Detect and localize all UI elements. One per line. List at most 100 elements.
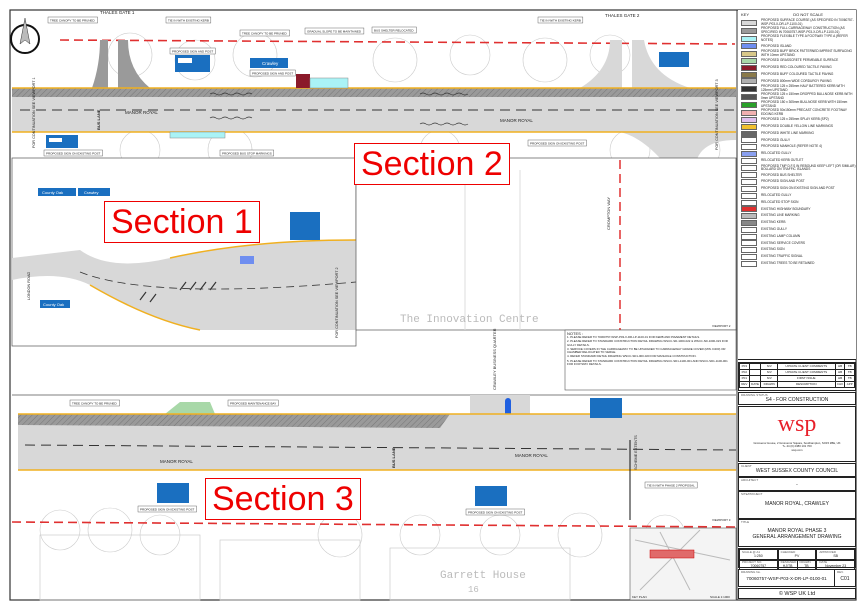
do-not-scale: DO NOT SCALE (793, 12, 823, 17)
svg-text:PROPOSED SIGN AND POST: PROPOSED SIGN AND POST (172, 50, 213, 54)
key-title: KEY (741, 12, 750, 17)
notes: NOTES : 1. PLEASE REFER TO 70060757-WSP-… (567, 331, 733, 367)
key-item: RELOCATED STOP SIGN (738, 199, 856, 206)
crompton-way-label: CROMPTON WAY (606, 197, 611, 230)
key-item: EXISTING TREES TO BE RETAINED (738, 260, 856, 267)
crawley-business-quarter-label: CRAWLEY BUSINESS QUARTER (492, 328, 497, 390)
key-item-label: EXISTING KERB (761, 220, 786, 225)
viewport-2 (355, 157, 737, 331)
key-item: EXISTING SIGN (738, 247, 856, 254)
architect-label: ARCHITECT (741, 477, 759, 482)
project-box: SITE/PROJECT MANOR ROYAL, CRAWLEY (738, 491, 856, 519)
direction-sign-county-oak: County Oak Crawley County Oak (38, 188, 110, 308)
notes-list-item: 1. PLEASE REFER TO 70060757-WSP-P03-X-DR… (567, 335, 700, 339)
callouts-s3: TREE CANOPY TO BE PRUNED PROPOSED MAINTE… (69, 399, 698, 516)
key-item-label: PROPOSED ISLAND (761, 43, 792, 48)
thales-gate-1-label: THALES GATE 1 (100, 10, 135, 15)
key-item: PROPOSED GULLY (738, 137, 856, 144)
revision-cell: REV (739, 381, 750, 388)
key-item: PROPOSED FULL CARRIAGEWAY CONSTRUCTION (… (738, 27, 856, 35)
drawing-number-cell: DRAWING No.70060757-WSP-P03-X-DR-LP-0100… (739, 570, 835, 586)
crawley-bq-junction (470, 395, 530, 415)
full-construction-strip (12, 88, 736, 97)
title-line-2: GENERAL ARRANGEMENT DRAWING (752, 534, 842, 540)
key-item-label: PROPOSED BUFF COLOURED TACTILE PAVING (761, 71, 834, 76)
key-item-label: PROPOSED 125 x 255mm HALF BATTERED KERB … (761, 84, 845, 92)
key-item-label: EXISTING TREES TO BE RETAINED (761, 260, 815, 265)
revision-cell: UPDATE CLIENT COMMENTS (776, 363, 836, 370)
company-address: Grosvenor House, 2 Grosvenor Square, Sou… (753, 441, 841, 445)
london-road-label: LONDON ROAD (27, 271, 31, 300)
key-item: RELOCATED GULLY (738, 192, 856, 199)
revision-cell: UPDATE CLIENT COMMENTS (776, 369, 836, 376)
key-swatch (741, 260, 757, 267)
key-item-label: PROPOSED 50x150mm PRECAST CONCRETE FOOTW… (761, 108, 847, 116)
key-swatch (741, 101, 757, 108)
key-item-label: RELOCATED KERB OUTLET (761, 157, 804, 162)
architect: - (796, 482, 798, 488)
key-item-label: PROPOSED FULL CARRIAGEWAY CONSTRUCTION (… (761, 26, 845, 34)
key-item: PROPOSED SIGN AND POST (738, 179, 856, 186)
key-legend: KEY DO NOT SCALE PROPOSED SURFACE COURSE… (738, 10, 856, 360)
continuation-vp2-label: FOR CONTINUATION SEE VIEWPORT 2 (335, 267, 339, 338)
key-item: PROPOSED FLEXIBLE TYPE A FOOTWAY TYPE A … (738, 34, 856, 43)
garrett-house-label: Garrett House (440, 570, 526, 582)
callout: PROPOSED SIGN ON EXISTING POST (465, 508, 525, 516)
key-swatch (741, 226, 757, 233)
thales-gate-1-access (92, 40, 150, 88)
key-swatch (741, 219, 757, 226)
revision-cell: APP (844, 381, 855, 388)
project-label: SITE/PROJECT (741, 491, 763, 496)
revision-cell: DRAWN (760, 381, 778, 388)
key-swatch (741, 150, 757, 157)
title-line-1: MANOR ROYAL PHASE 3 (767, 528, 827, 534)
company-phone: T+ 44 (0) 2380 101 700 (782, 444, 812, 449)
garrett-house-number: 16 (468, 585, 479, 595)
key-swatch (741, 213, 757, 220)
key-swatch (741, 27, 757, 34)
title-label: TITLE (741, 519, 750, 524)
client-label: CLIENT (741, 463, 752, 468)
callout: PROPOSED SIGN AND POST (169, 47, 216, 55)
direction-sign-crawley: Crawley (250, 58, 288, 68)
bus-cycle-sign-s1 (290, 212, 320, 240)
continuation-vp3-label: FOR CONTINUATION SEE VIEWPORT 3 (715, 79, 719, 150)
north-arrow (10, 17, 40, 54)
bus-stop-footway (169, 131, 226, 139)
wsp-logo: wsp (777, 411, 817, 437)
key-item-label: PROPOSED WHITE LINE MARKING (761, 130, 814, 135)
key-swatch (741, 43, 757, 50)
callouts-s2: TREE CANOPY TO BE PRUNED TIE IN WITH EXI… (43, 16, 587, 157)
key-item: EXISTING TRAFFIC SIGNAL (738, 253, 856, 260)
copyright: © WSP UK Ltd (738, 588, 856, 599)
notes-box (564, 329, 737, 391)
key-swatch (741, 71, 757, 78)
bus-cycle-sign-s3c (590, 398, 622, 418)
svg-text:PROPOSED SIGN ON EXISTING POST: PROPOSED SIGN ON EXISTING POST (530, 142, 585, 146)
key-swatch (741, 157, 757, 164)
callout: TREE CANOPY TO BE PRUNED (69, 399, 120, 407)
revision-cell: CHK (834, 381, 846, 388)
key-swatch (741, 123, 757, 130)
thales-gate-2-label: THALES GATE 2 (605, 13, 640, 18)
key-swatch (741, 247, 757, 254)
key-item-label: PROPOSED BUS SHELTER (761, 172, 802, 177)
key-swatch (741, 78, 757, 85)
architect-box: ARCHITECT - (738, 477, 856, 491)
key-item: PROPOSED DOUBLE YELLOW LINE MARKINGS (738, 123, 856, 130)
viewport-3-tag: VIEWPORT 3 (712, 518, 731, 522)
key-item: EXISTING KERB (738, 219, 856, 227)
callout: PROPOSED SIGN ON EXISTING POST (137, 505, 197, 513)
key-list: PROPOSED SURFACE COURSE (AS SPECIFIED IN… (738, 19, 856, 267)
key-swatch (741, 233, 757, 240)
key-item-label: PROPOSED FLEXIBLE TYPE A FOOTWAY TYPE A … (761, 34, 848, 42)
traffic-island (240, 256, 254, 264)
key-swatch (741, 253, 757, 260)
notes-list-item: 4. REFER STANDARD DETAIL DRAWING WSCC-SD… (567, 354, 697, 359)
revision-cell: DESCRIPTION (776, 381, 836, 388)
